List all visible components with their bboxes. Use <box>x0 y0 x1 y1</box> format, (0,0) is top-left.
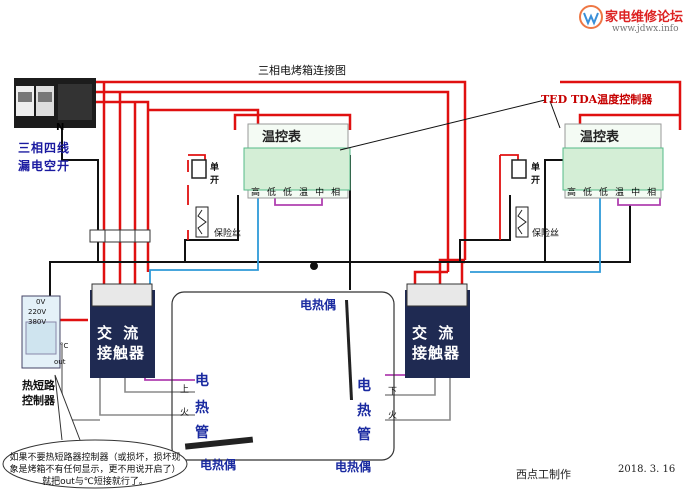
temp-controller-right-title: 温控表 <box>580 130 620 145</box>
relay-c-label: °C <box>60 342 69 350</box>
contactor-left-line2: 接触器 <box>97 344 146 362</box>
heater-right-fire-label: 火 <box>388 411 398 421</box>
note-bubble-text: 如果不要热短路器控制器（或损坏，损坏现象是烤箱不有任何显示，更不用说开启了）就把… <box>9 453 181 487</box>
diagram-title: 三相电烤箱连接图 <box>258 64 346 77</box>
heater-right-char1: 电 <box>357 378 371 394</box>
watermark-url: www.jdwx.info <box>612 24 679 34</box>
heater-left-fire-label: 火 <box>180 408 190 418</box>
heater-left-up-label: 上 <box>180 385 190 395</box>
switch-left-label: 单开 <box>210 163 220 186</box>
temp-controller-left-title: 温控表 <box>262 130 302 145</box>
thermocouple-bottom-right-label: 电热偶 <box>335 460 372 474</box>
ted-controller-callout: TED TDA温度控制器 <box>541 93 653 106</box>
breaker-graphic <box>14 78 96 128</box>
contactor-left-line1: 交 流 <box>97 324 142 342</box>
breaker-label: 三相四线 漏电空开 <box>18 141 71 173</box>
contactor-right-line1: 交 流 <box>412 324 457 342</box>
relay-row-380v: 380V <box>28 318 47 326</box>
fuse-left-label: 保险丝 <box>214 229 242 239</box>
relay-title: 热短路 控制器 <box>22 379 55 407</box>
site-logo <box>579 5 603 29</box>
author-label: 西点工制作 <box>516 468 571 481</box>
heater-left-char2: 热 <box>195 400 209 416</box>
contactor-right-line2: 接触器 <box>412 344 461 362</box>
relay-row-0v: 0V <box>36 298 46 306</box>
thermocouple-top-label: 电热偶 <box>300 298 337 312</box>
fuse-right-label: 保险丝 <box>532 229 560 239</box>
heater-right-down-label: 下 <box>388 387 398 397</box>
relay-out-label: out <box>54 358 66 366</box>
heater-left-char1: 电 <box>195 373 209 389</box>
watermark-site-name: 家电维修论坛 <box>605 10 684 25</box>
heater-right-char3: 管 <box>357 427 371 443</box>
temp-controller-right-terminals: 高低低温中相 <box>567 188 664 198</box>
switch-right-label: 单开 <box>531 163 541 186</box>
temp-controller-left-terminals: 高低低温中相 <box>251 188 348 198</box>
heater-right-char2: 热 <box>357 403 371 419</box>
terminal-block-graphic <box>89 229 151 243</box>
neutral-label: N <box>56 122 65 133</box>
date-label: 2018. 3. 16 <box>618 464 676 475</box>
thermocouple-bottom-left-label: 电热偶 <box>200 458 237 472</box>
relay-row-220v: 220V <box>28 308 47 316</box>
heater-left-char3: 管 <box>195 425 209 441</box>
